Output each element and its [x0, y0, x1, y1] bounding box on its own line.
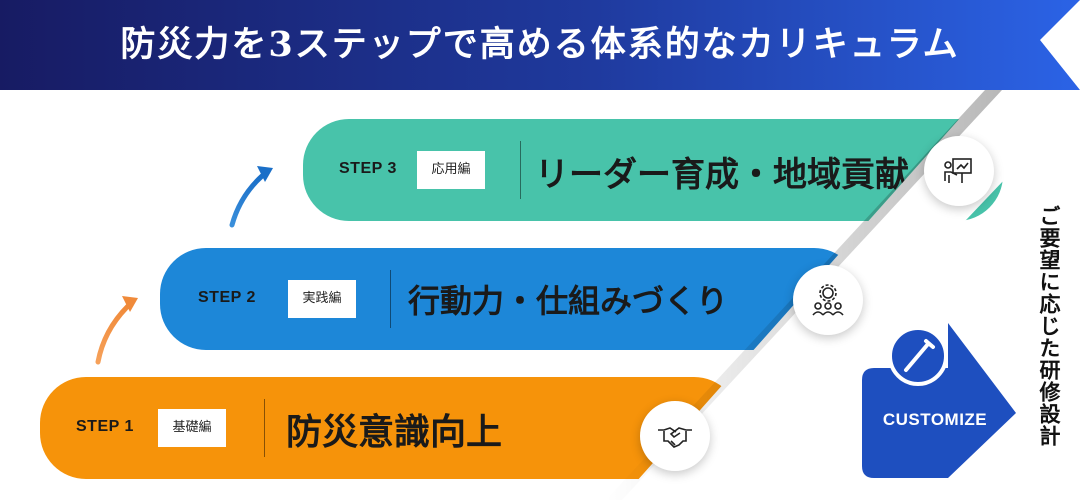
step1-title: 防災意識向上: [286, 411, 503, 453]
side-note: ご要望に応じた研修設計: [1037, 205, 1062, 447]
step2-bar: STEP 2 実践編 行動力・仕組みづくり: [160, 248, 860, 350]
presentation-icon: [924, 136, 994, 206]
step3-title: リーダー育成・地域貢献: [535, 155, 909, 195]
step1-tag: 基礎編: [158, 409, 226, 447]
pencil-icon: [904, 339, 935, 372]
step2-title: 行動力・仕組みづくり: [408, 282, 729, 320]
step1-label: STEP 1: [76, 418, 134, 435]
step2-tag: 実践編: [288, 280, 356, 318]
step1-divider: [264, 399, 265, 457]
page-title: 防災力を3ステップで高める体系的なカリキュラム: [120, 24, 960, 65]
step3-label: STEP 3: [339, 160, 397, 177]
arrow-up-2-icon: [229, 166, 273, 228]
customize-badge: [862, 323, 1016, 478]
step1-bar: STEP 1 基礎編 防災意識向上: [40, 377, 740, 479]
step2-divider: [390, 270, 391, 328]
step2-label: STEP 2: [198, 289, 256, 306]
step3-tag: 応用編: [417, 151, 485, 189]
arrow-up-1-icon: [95, 296, 138, 365]
header-banner: 防災力を3ステップで高める体系的なカリキュラム: [0, 0, 1080, 90]
team-gear-icon: [793, 265, 863, 335]
handshake-icon: [640, 401, 710, 471]
step3-divider: [520, 141, 521, 199]
step3-bar: STEP 3 応用編 リーダー育成・地域貢献: [303, 119, 1003, 221]
customize-label: CUSTOMIZE: [882, 410, 988, 429]
